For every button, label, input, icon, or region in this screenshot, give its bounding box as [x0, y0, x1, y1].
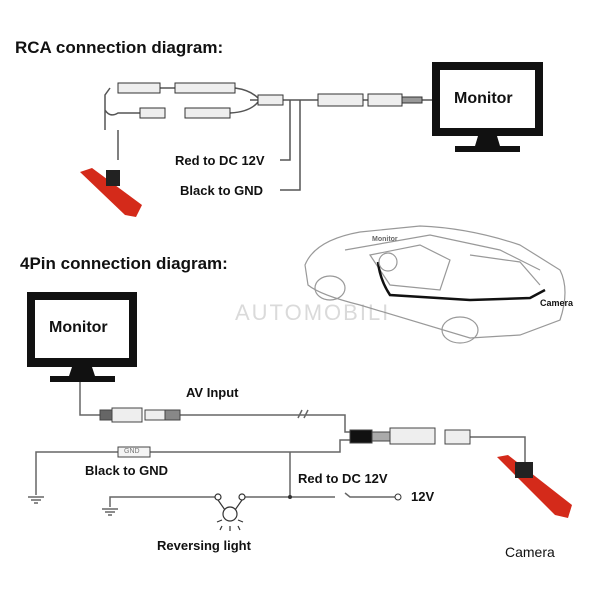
fourpin-connectors	[99, 407, 471, 458]
reversing-light-icon	[214, 493, 246, 531]
fourpin-monitor-label: Monitor	[49, 319, 108, 336]
rca-monitor	[432, 62, 543, 152]
rca-title: RCA connection diagram:	[15, 38, 224, 57]
fourpin-monitor	[27, 292, 137, 382]
rca-red-label: Red to DC 12V	[175, 153, 265, 168]
rca-camera	[80, 168, 142, 217]
car-monitor-label: Monitor	[372, 236, 398, 243]
junction-dot	[288, 495, 292, 499]
fourpin-red-label: Red to DC 12V	[298, 471, 388, 486]
car-camera-label: Camera	[540, 298, 574, 308]
gnd-tag: GND	[124, 448, 140, 455]
v12-label: 12V	[411, 489, 435, 504]
av-input-label: AV Input	[186, 385, 239, 400]
fourpin-camera	[497, 455, 572, 518]
fourpin-title: 4Pin connection diagram:	[20, 254, 228, 273]
watermark: AUTOMOBILI	[235, 300, 391, 325]
rca-monitor-label: Monitor	[454, 90, 513, 107]
fourpin-wiring	[28, 382, 526, 516]
terminal-12v	[394, 493, 402, 501]
rca-black-label: Black to GND	[180, 183, 264, 198]
fourpin-camera-label: Camera	[505, 544, 555, 560]
reversing-light-label: Reversing light	[157, 538, 251, 553]
rca-connectors	[117, 82, 423, 119]
car-illustration	[304, 225, 566, 344]
fourpin-black-label: Black to GND	[85, 463, 169, 478]
